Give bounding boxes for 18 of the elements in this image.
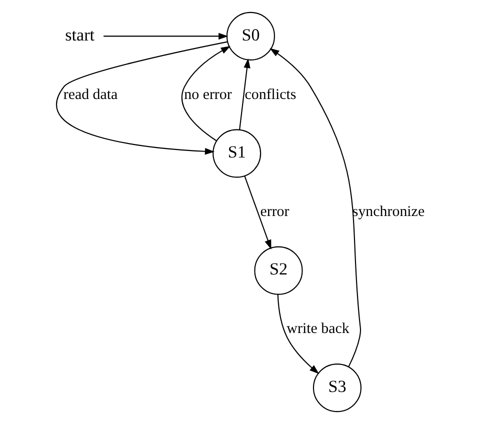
arrow [238,58,250,130]
node-circle: S2 [254,246,302,295]
arrow [56,41,228,155]
arrow [269,48,361,367]
edge-label: read data [62,86,118,103]
edge-label: error [260,204,289,220]
node-text: start [64,25,94,44]
arrow [180,46,230,142]
edge-label: synchronize [352,204,424,220]
edge-label: write back [286,321,349,338]
arrow [244,176,271,250]
node-circle: S3 [312,364,362,412]
node-circle: S0 [226,12,275,60]
arrow [103,32,228,40]
node-circle: S1 [212,129,261,178]
edge-label: no error [184,86,232,103]
edge-label: conflicts [244,86,296,103]
arrow [276,294,319,374]
